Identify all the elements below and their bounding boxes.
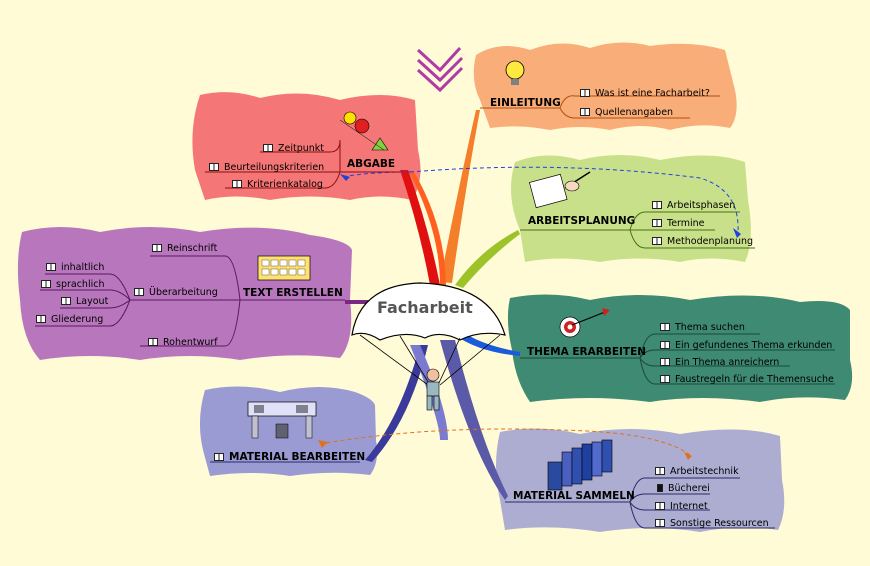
book-icon <box>660 375 670 383</box>
book-icon <box>148 338 158 346</box>
book-icon <box>660 358 670 366</box>
topic-material-bearbeiten[interactable]: MATERIAL BEARBEITEN <box>214 451 365 463</box>
topic-abgabe[interactable]: ABGABE <box>347 158 396 170</box>
zigzag-logo-icon <box>416 46 464 93</box>
item-abgabe-0[interactable]: Zeitpunkt <box>263 143 324 155</box>
center-title[interactable]: Facharbeit <box>377 298 473 317</box>
book-icon <box>660 341 670 349</box>
dashed-arrow-material <box>319 428 691 456</box>
book-icon <box>214 453 224 461</box>
item-abgabe-2[interactable]: Kriterienkatalog <box>232 179 323 191</box>
stem-bearbeiten <box>365 345 428 462</box>
arrowhead-blue-1 <box>733 228 741 238</box>
book-icon <box>61 297 71 305</box>
book-icon <box>660 323 670 331</box>
topic-thema-erarbeiten[interactable]: THEMA ERARBEITEN <box>527 346 647 358</box>
arrowhead-blue-2 <box>340 174 350 181</box>
stem-abgabe <box>400 170 440 285</box>
topic-text-erstellen[interactable]: TEXT ERSTELLEN <box>243 287 343 299</box>
arrowhead-orange-2 <box>684 452 692 460</box>
dashed-arrow-abgabe-back <box>341 171 411 178</box>
item-thema-1[interactable]: Ein gefundenes Thema erkunden <box>660 340 832 352</box>
book-icon <box>232 180 242 188</box>
stem-sammeln <box>440 340 508 500</box>
stem-arbeitsplanung <box>455 230 520 288</box>
material-bearbeiten-cloud <box>199 386 378 476</box>
item-arbeitsplanung-2[interactable]: Methodenplanung <box>652 236 753 248</box>
dashed-arrow-abgabe <box>409 166 739 233</box>
book-icon <box>134 288 144 296</box>
item-sammeln-1[interactable]: Bücherei <box>655 483 710 495</box>
lightbulb-icon <box>505 60 525 85</box>
connectors <box>35 95 835 529</box>
keyboard-icon <box>257 255 311 281</box>
book-icon <box>657 484 663 492</box>
stem-abgabe2 <box>408 170 446 285</box>
topic-einleitung[interactable]: EINLEITUNG <box>490 97 561 109</box>
item-sammeln-2[interactable]: Internet <box>655 501 708 513</box>
item-arbeitsplanung-1[interactable]: Termine <box>652 218 705 230</box>
book-icon <box>580 108 590 116</box>
subitem-text-2[interactable]: Layout <box>61 296 108 308</box>
book-icon <box>41 280 51 288</box>
parachutist-icon <box>426 368 440 411</box>
thema-erarbeiten-cloud <box>507 294 853 402</box>
book-icon <box>209 163 219 171</box>
book-icon <box>36 315 46 323</box>
item-text-2[interactable]: Rohentwurf <box>148 337 218 349</box>
book-icon <box>652 219 662 227</box>
item-einleitung-0[interactable]: Was ist eine Facharbeit? <box>580 88 710 100</box>
item-text-0[interactable]: Reinschrift <box>152 243 217 255</box>
stem-text <box>345 300 372 304</box>
item-thema-3[interactable]: Faustregeln für die Themensuche <box>660 374 834 386</box>
writing-hand-icon <box>529 171 591 209</box>
book-icon <box>655 467 665 475</box>
subitem-text-3[interactable]: Gliederung <box>36 314 103 326</box>
subitem-text-1[interactable]: sprachlich <box>41 279 104 291</box>
item-arbeitsplanung-0[interactable]: Arbeitsphasen <box>652 200 735 212</box>
stem-thema <box>455 330 520 356</box>
item-einleitung-1[interactable]: Quellenangaben <box>580 107 673 119</box>
item-text-1[interactable]: Überarbeitung <box>134 287 218 299</box>
parachute-lines <box>359 334 501 386</box>
book-icon <box>263 144 273 152</box>
item-sammeln-0[interactable]: Arbeitstechnik <box>655 466 739 478</box>
office-desk-icon <box>247 401 317 439</box>
stem-einleitung <box>440 110 480 283</box>
arrowhead-orange-1 <box>318 440 328 448</box>
item-abgabe-1[interactable]: Beurteilungskriterien <box>209 162 324 174</box>
target-icon <box>559 308 610 338</box>
book-icon <box>655 502 665 510</box>
book-icon <box>152 244 162 252</box>
subitem-text-0[interactable]: inhaltlich <box>46 262 104 274</box>
item-sammeln-3[interactable]: Sonstige Ressourcen <box>655 518 769 530</box>
books-icon <box>547 439 613 491</box>
topic-material-sammeln[interactable]: MATERIAL SAMMELN <box>513 490 635 502</box>
party-icon <box>339 111 389 151</box>
item-thema-0[interactable]: Thema suchen <box>660 322 745 334</box>
book-icon <box>46 263 56 271</box>
book-icon <box>652 237 662 245</box>
topic-arbeitsplanung[interactable]: ARBEITSPLANUNG <box>528 215 636 227</box>
book-icon <box>580 89 590 97</box>
item-thema-2[interactable]: Ein Thema anreichern <box>660 357 779 369</box>
book-icon <box>655 519 665 527</box>
book-icon <box>652 201 662 209</box>
parachute-icon <box>351 282 506 341</box>
